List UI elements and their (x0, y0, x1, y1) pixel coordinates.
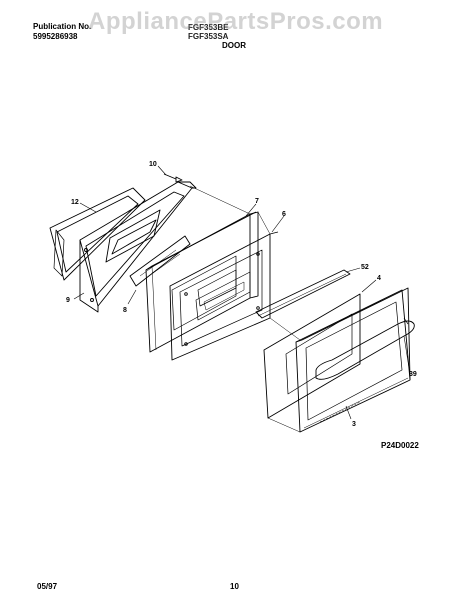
model-list: FGF353BE FGF353SA (188, 23, 228, 41)
publication-label: Publication No. (33, 22, 92, 31)
callout-7: 7 (255, 198, 259, 205)
callout-12: 12 (71, 199, 79, 206)
watermark-text: AppliancePartsPros.com (88, 8, 384, 35)
alignment-lines (189, 185, 301, 433)
part-outer-door (295, 287, 415, 433)
model-number: FGF353SA (188, 32, 229, 41)
model-number: FGF353BE (188, 23, 229, 32)
part-trim-strip (255, 269, 351, 319)
publication-info: Publication No. 5995286938 (33, 22, 91, 42)
callout-9: 9 (66, 297, 70, 304)
part-inner-liner (79, 181, 197, 313)
section-title: DOOR (222, 41, 246, 50)
part-inner-frame (169, 231, 279, 361)
page-number: 10 (230, 582, 239, 591)
publication-number: 5995286938 (33, 32, 78, 41)
callout-3: 3 (352, 421, 356, 428)
callout-52: 52 (361, 264, 369, 271)
part-screw (163, 173, 183, 183)
callout-39: 39 (409, 371, 417, 378)
part-outer-glass (263, 293, 361, 419)
callout-4: 4 (377, 275, 381, 282)
leader-lines (73, 165, 410, 420)
callout-10: 10 (149, 161, 157, 168)
diagram-reference-id: P24D0022 (381, 441, 419, 450)
callout-6: 6 (282, 211, 286, 218)
footer-date: 05/97 (37, 582, 58, 591)
part-gasket (49, 187, 146, 281)
part-door-panel (145, 211, 259, 353)
callout-8: 8 (123, 307, 127, 314)
part-inner-glass (129, 235, 191, 287)
